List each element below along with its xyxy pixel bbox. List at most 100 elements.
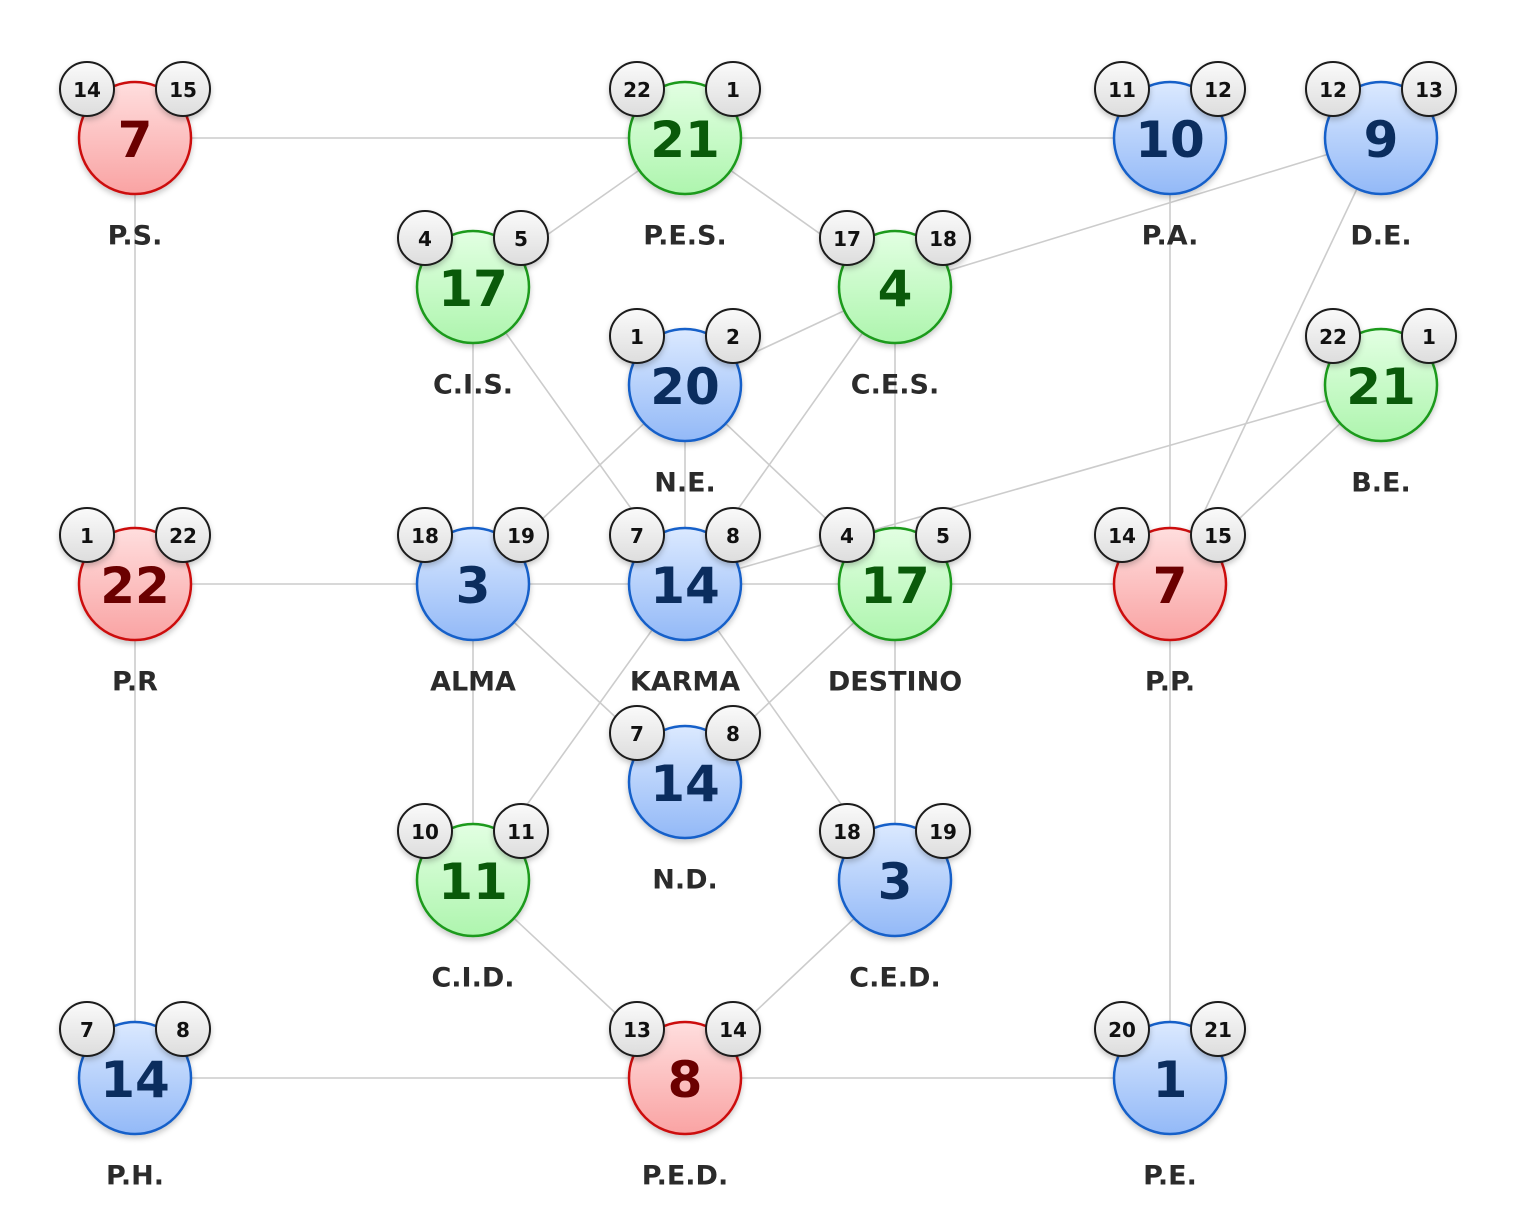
sub-number: 18: [929, 227, 957, 251]
sub-number: 17: [833, 227, 861, 251]
node-label: P.E.D.: [642, 1161, 728, 1192]
sub-number-badge: [915, 210, 971, 266]
sub-number-badge: [705, 61, 761, 117]
sub-number: 7: [630, 524, 644, 548]
edge-be-karma: [684, 384, 1382, 585]
sub-number-badge: [59, 61, 115, 117]
node-value: 14: [100, 1051, 170, 1109]
sub-number: 1: [726, 78, 740, 102]
sub-number-badge: [1094, 507, 1150, 563]
node-label: P.S.: [108, 221, 163, 252]
sub-number-badge: [915, 803, 971, 859]
sub-number: 11: [1108, 78, 1136, 102]
node-value: 3: [878, 853, 913, 911]
node-circle: [1112, 526, 1228, 642]
sub-number: 13: [1415, 78, 1443, 102]
sub-number-badge: [493, 803, 549, 859]
sub-number-badge: [1094, 61, 1150, 117]
sub-number: 18: [833, 820, 861, 844]
node-circle: [1112, 1020, 1228, 1136]
node-circle: [1112, 80, 1228, 196]
sub-number: 18: [411, 524, 439, 548]
node-label: D.E.: [1350, 221, 1411, 252]
sub-number-badge: [915, 507, 971, 563]
node-label: N.E.: [654, 468, 716, 499]
sub-number-badge: [493, 507, 549, 563]
sub-number-badge: [705, 1001, 761, 1057]
node-label: C.I.D.: [431, 963, 514, 994]
sub-number: 7: [630, 722, 644, 746]
sub-number: 22: [1319, 325, 1347, 349]
sub-number: 15: [169, 78, 197, 102]
sub-number: 22: [623, 78, 651, 102]
node-circle: [837, 229, 953, 345]
sub-number-badge: [1190, 1001, 1246, 1057]
sub-number-badge: [819, 507, 875, 563]
node-value: 1: [1153, 1051, 1188, 1109]
sub-number: 12: [1319, 78, 1347, 102]
sub-number: 14: [719, 1018, 747, 1042]
node-label: P.A.: [1142, 221, 1199, 252]
sub-number-badge: [59, 1001, 115, 1057]
edge-de-ces: [894, 137, 1382, 288]
node-label: C.E.S.: [851, 370, 939, 401]
sub-number: 1: [630, 325, 644, 349]
sub-number: 5: [514, 227, 528, 251]
sub-number: 19: [929, 820, 957, 844]
node-label: C.I.S.: [433, 370, 513, 401]
node-label: B.E.: [1351, 468, 1411, 499]
sub-number: 22: [169, 524, 197, 548]
node-value: 20: [650, 358, 720, 416]
sub-number: 15: [1204, 524, 1232, 548]
node-value: 11: [438, 853, 508, 911]
node-circle: [415, 526, 531, 642]
sub-number-badge: [155, 507, 211, 563]
node-value: 14: [650, 557, 720, 615]
sub-number-badge: [1190, 507, 1246, 563]
sub-number-badge: [493, 210, 549, 266]
node-value: 14: [650, 755, 720, 813]
edge-de-pp: [1169, 137, 1382, 585]
sub-number-badge: [155, 61, 211, 117]
node-label: DESTINO: [828, 667, 962, 698]
sub-number-badge: [705, 705, 761, 761]
node-value: 17: [860, 557, 930, 615]
node-circle: [837, 526, 953, 642]
node-value: 4: [878, 260, 913, 318]
sub-number-badge: [705, 507, 761, 563]
node-value: 3: [456, 557, 491, 615]
sub-number: 20: [1108, 1018, 1136, 1042]
node-circle: [77, 526, 193, 642]
sub-number-badge: [397, 803, 453, 859]
sub-number: 5: [936, 524, 950, 548]
node-value: 7: [118, 111, 153, 169]
sub-number-badge: [1305, 61, 1361, 117]
node-circle: [415, 229, 531, 345]
node-ced: 3 18 19C.E.D.: [819, 803, 971, 994]
sub-number: 11: [507, 820, 535, 844]
sub-number-badge: [609, 308, 665, 364]
node-circle: [627, 80, 743, 196]
sub-number: 12: [1204, 78, 1232, 102]
node-label: N.D.: [652, 865, 718, 896]
node-circle: [837, 822, 953, 938]
sub-number-badge: [59, 507, 115, 563]
node-label: C.E.D.: [849, 963, 940, 994]
node-circle: [77, 1020, 193, 1136]
sub-number-badge: [609, 705, 665, 761]
sub-number: 4: [418, 227, 432, 251]
node-label: KARMA: [630, 667, 740, 698]
node-value: 7: [1153, 557, 1188, 615]
sub-number: 14: [1108, 524, 1136, 548]
